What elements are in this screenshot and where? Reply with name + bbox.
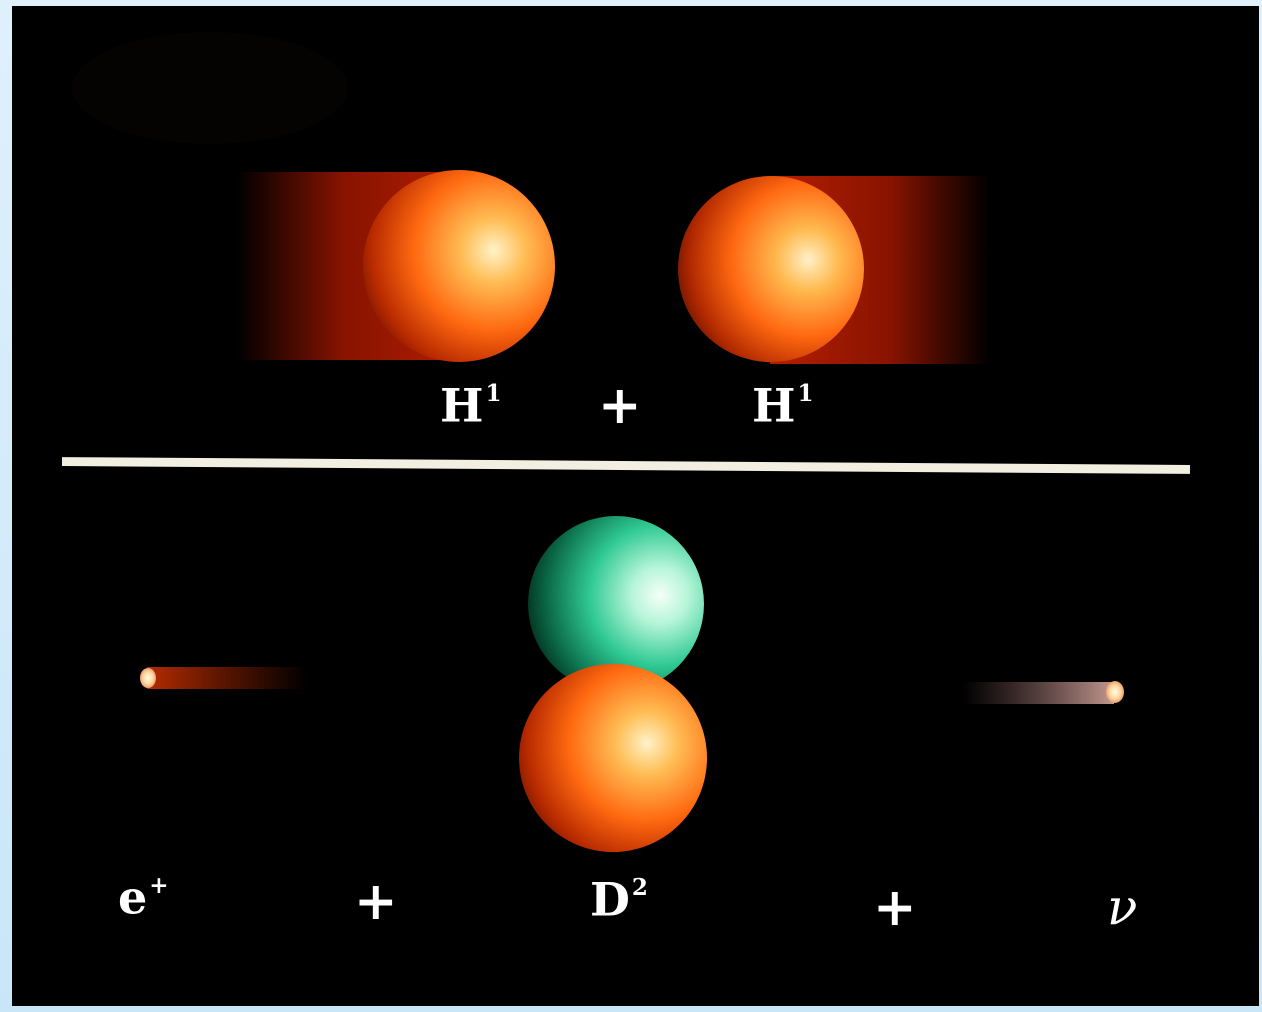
reactant-2-label: H1 <box>752 378 814 433</box>
reactant-1-label: H1 <box>440 378 502 433</box>
positron <box>140 667 307 689</box>
proton-right <box>678 176 990 364</box>
deuteron-neutron <box>528 516 704 692</box>
proton-left <box>237 170 555 362</box>
deuteron <box>519 516 707 852</box>
deuteron-proton <box>519 664 707 852</box>
dark-blot <box>72 32 348 144</box>
deuteron-label: D2 <box>590 872 648 927</box>
positron-label: e+ <box>118 870 169 925</box>
reactant-plus: + <box>598 375 642 436</box>
neutrino-label: ν <box>1107 878 1138 936</box>
divider-line <box>61 457 1191 474</box>
diagram-panel: H1 + H1 e+ + D2 + ν <box>12 6 1259 1006</box>
neutrino <box>962 681 1124 704</box>
product-plus-1: + <box>354 871 398 932</box>
fusion-diagram <box>61 32 1191 852</box>
product-plus-2: + <box>873 877 917 938</box>
